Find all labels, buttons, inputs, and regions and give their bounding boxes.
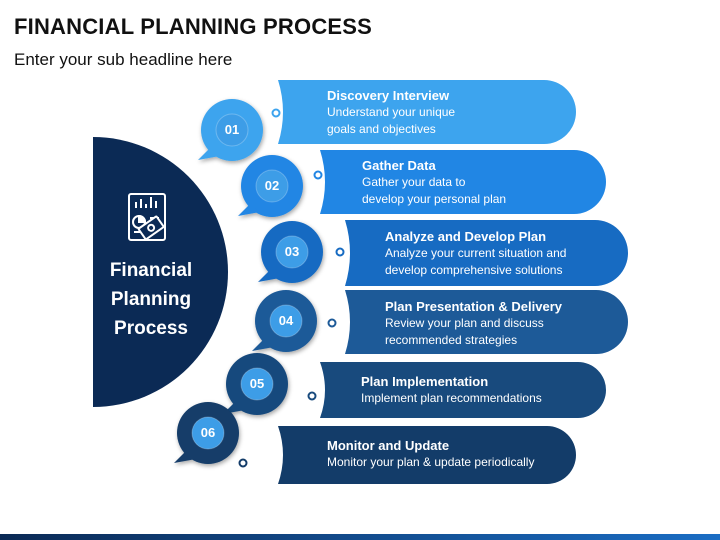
- number-circle-01: [215, 113, 249, 147]
- connector-dot-06: [238, 458, 248, 468]
- center-label: Financial Planning Process: [109, 260, 193, 339]
- step-segment-02: [238, 155, 303, 217]
- step-number-04: 04: [278, 313, 294, 328]
- step-description-02: Gather your data to develop your persona…: [362, 175, 507, 206]
- step-segment-01: [198, 99, 263, 161]
- step-segments-layer: [174, 99, 323, 464]
- slide-subtitle: Enter your sub headline here: [14, 50, 233, 69]
- step-description-01: Understand your unique goals and objecti…: [327, 105, 456, 136]
- center-layer: [93, 137, 228, 407]
- step-bars-layer: [278, 80, 628, 484]
- connector-dot-02: [313, 170, 323, 180]
- step-bar-02: [320, 150, 606, 214]
- segment-pointer-01: [198, 148, 220, 160]
- step-segment-05: [223, 353, 288, 415]
- number-circle-06: [191, 416, 225, 450]
- bottom-accent-bar: [0, 534, 720, 540]
- connector-dot-04: [327, 318, 337, 328]
- connector-dot-01: [271, 108, 281, 118]
- step-title-06: Monitor and Update: [327, 438, 450, 453]
- connector-dots-layer: [238, 108, 345, 468]
- step-number-03: 03: [284, 244, 300, 259]
- step-title-04: Plan Presentation & Delivery: [385, 299, 563, 314]
- segment-pointer-03: [258, 270, 280, 282]
- step-number-06: 06: [200, 425, 216, 440]
- step-description-03: Analyze your current situation and devel…: [385, 246, 567, 277]
- step-bar-03: [345, 220, 628, 286]
- financial-report-icon: [128, 193, 166, 241]
- step-segment-06: [174, 402, 239, 464]
- step-description-06: Monitor your plan & update periodically: [327, 455, 535, 469]
- step-bar-04: [345, 290, 628, 354]
- step-title-03: Analyze and Develop Plan: [385, 229, 547, 244]
- number-circle-03: [275, 235, 309, 269]
- step-segment-04: [252, 290, 317, 352]
- step-title-01: Discovery Interview: [327, 88, 450, 103]
- connector-dot-05: [307, 391, 317, 401]
- segment-pointer-02: [238, 204, 260, 216]
- step-number-01: 01: [224, 122, 240, 137]
- step-number-02: 02: [264, 178, 280, 193]
- center-half-circle: [93, 137, 228, 407]
- step-title-02: Gather Data: [362, 158, 436, 173]
- step-segment-03: [258, 221, 323, 283]
- number-circle-02: [255, 169, 289, 203]
- slide-title: FINANCIAL PLANNING PROCESS: [14, 14, 373, 39]
- step-bar-06: [278, 426, 576, 484]
- step-description-04: Review your plan and discuss recommended…: [385, 316, 544, 347]
- step-bar-01: [278, 80, 576, 144]
- step-number-05: 05: [249, 376, 265, 391]
- number-circle-05: [240, 367, 274, 401]
- segment-pointer-06: [174, 451, 196, 463]
- step-bar-05: [320, 362, 606, 418]
- segment-pointer-04: [252, 339, 274, 351]
- step-description-05: Implement plan recommendations: [361, 391, 542, 405]
- connector-dot-03: [335, 247, 345, 257]
- number-circle-04: [269, 304, 303, 338]
- step-title-05: Plan Implementation: [361, 374, 489, 389]
